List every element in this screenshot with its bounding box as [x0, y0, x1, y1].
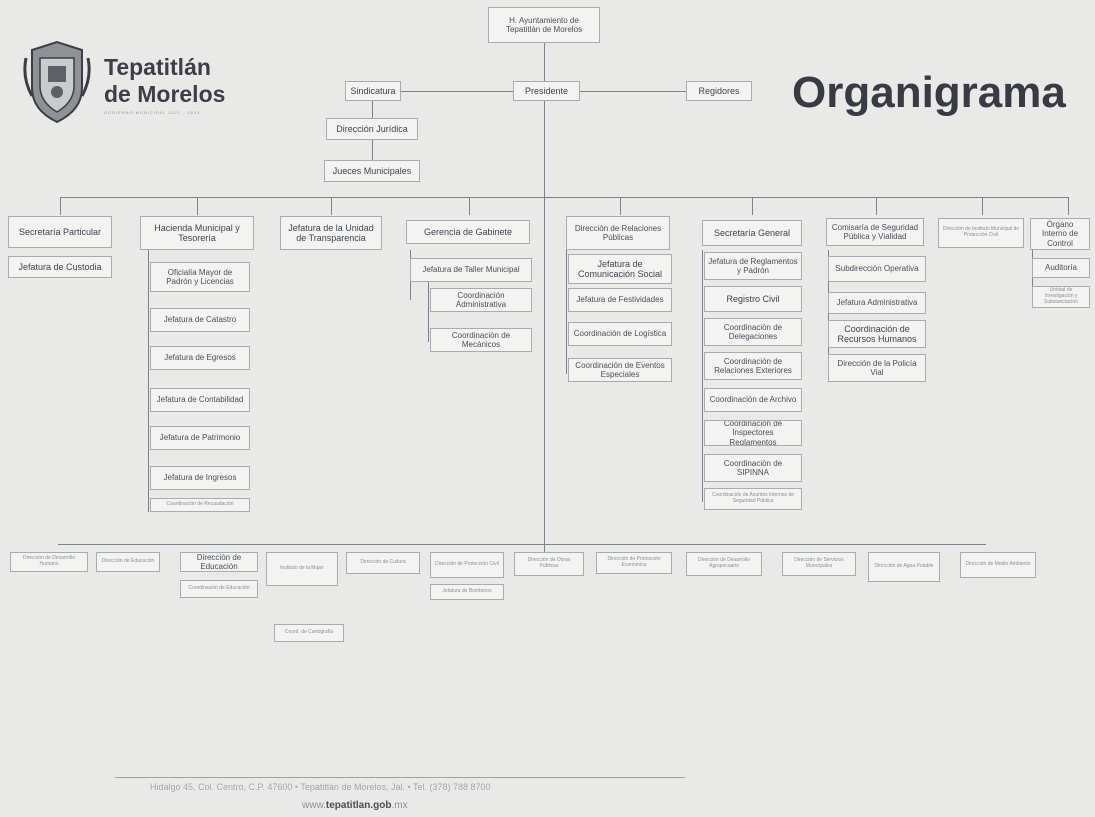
drop-line: [876, 197, 877, 215]
node-secretaria-child: Coordinación de Delegaciones: [704, 318, 802, 346]
node-relaciones-publicas: Dirección de Relaciones Públicas: [566, 216, 670, 250]
node-hacienda: Hacienda Municipal y Tesorería: [140, 216, 254, 250]
node-seguridad-child: Coordinación de Recursos Humanos: [828, 320, 926, 348]
website-domain: tepatitlan.gob: [325, 800, 392, 811]
node-seguridad: Comisaría de Seguridad Pública y Vialida…: [826, 218, 924, 246]
node-relaciones-child: Jefatura de Festividades: [568, 288, 672, 312]
node-lower-tier: Dirección de Agua Potable: [868, 552, 940, 582]
node-gabinete-child: Coordinación Administrativa: [430, 288, 532, 312]
node-secretaria-child: Coordinación de SIPINNA: [704, 454, 802, 482]
node-ayuntamiento: H. Ayuntamiento de Tepatitlán de Morelos: [488, 7, 600, 43]
lower-tier-bar: [58, 544, 986, 545]
sindicatura-connector: [401, 91, 513, 92]
node-jefatura-custodia: Jefatura de Custodia: [8, 256, 112, 278]
node-proteccion-dir: Dirección de Instituto Municipal de Prot…: [938, 218, 1024, 248]
top-tier-bar: [60, 197, 1068, 198]
node-secretaria-child: Coordinación de Archivo: [704, 388, 802, 412]
brand-name-line1: Tepatitlán: [104, 54, 211, 80]
node-educacion-child: Coordinación de Educación: [180, 580, 258, 598]
node-lower-tier: Dirección de Servicios Municipales: [782, 552, 856, 576]
page-title: Organigrama: [792, 68, 1066, 117]
drop-line: [1068, 197, 1069, 215]
node-presidente: Presidente: [513, 81, 580, 101]
node-hacienda-child: Jefatura de Contabilidad: [150, 388, 250, 412]
node-jueces-municipales: Jueces Municipales: [324, 160, 420, 182]
node-hacienda-child: Jefatura de Ingresos: [150, 466, 250, 490]
node-lower-tier: Dirección de Educación: [180, 552, 258, 572]
node-secretaria-general: Secretaría General: [702, 220, 802, 246]
hacienda-spine: [148, 250, 149, 512]
node-lower-tier: Dirección de Desarrollo Humano: [10, 552, 88, 572]
node-seguridad-child: Subdirección Operativa: [828, 256, 926, 282]
drop-line: [469, 197, 470, 215]
node-secretaria-child: Coordinación de Asuntos Internos de Segu…: [704, 488, 802, 510]
node-lower-tier: Dirección de Educación: [96, 552, 160, 572]
node-relaciones-child: Coordinación de Logística: [568, 322, 672, 346]
node-hacienda-child: Jefatura de Catastro: [150, 308, 250, 332]
node-lower-tier: Dirección de Medio Ambiente: [960, 552, 1036, 578]
node-lower-tier: Dirección de Promoción Económica: [596, 552, 672, 574]
drop-line: [982, 197, 983, 215]
main-trunk-line: [544, 38, 545, 552]
node-transparencia: Jefatura de la Unidad de Transparencia: [280, 216, 382, 250]
drop-line: [752, 197, 753, 215]
node-seguridad-child: Jefatura Administrativa: [828, 292, 926, 314]
node-control-child: Auditoría: [1032, 258, 1090, 278]
node-secretaria-child: Coordinación de Relaciones Exteriores: [704, 352, 802, 380]
node-relaciones-child: Jefatura de Comunicación Social: [568, 254, 672, 284]
drop-line: [197, 197, 198, 215]
municipal-logo: [22, 38, 242, 130]
website-suffix: .mx: [391, 800, 408, 811]
drop-line: [620, 197, 621, 215]
drop-line: [60, 197, 61, 215]
node-lower-tier: Dirección de Cultura: [346, 552, 420, 574]
website-prefix: www.: [302, 800, 326, 811]
brand-tagline: GOBIERNO MUNICIPAL 2021 - 2024: [104, 110, 201, 115]
node-secretaria-child: Registro Civil: [704, 286, 802, 312]
node-lower-tier: Dirección de Protección Civil: [430, 552, 504, 578]
node-lower-tier: Dirección de Obras Públicas: [514, 552, 584, 576]
node-secretaria-child: Jefatura de Reglamentos y Padrón: [704, 252, 802, 280]
regidores-connector: [580, 91, 686, 92]
node-hacienda-child: Jefatura de Egresos: [150, 346, 250, 370]
node-proteccion-child: Jefatura de Bomberos: [430, 584, 504, 600]
node-secretaria-child: Coordinación de Inspectores Reglamentos: [704, 420, 802, 446]
node-secretaria-particular: Secretaría Particular: [8, 216, 112, 248]
brand-name-line2: de Morelos: [104, 81, 226, 107]
coat-of-arms-icon: [23, 40, 91, 124]
node-hacienda-child: Coordinación de Recaudación: [150, 498, 250, 512]
node-gabinete: Gerencia de Gabinete: [406, 220, 530, 244]
node-control-interno: Órgano Interno de Control: [1030, 218, 1090, 250]
secretaria-spine: [702, 250, 703, 502]
node-gabinete-child: Coordinación de Mecánicos: [430, 328, 532, 352]
relaciones-spine: [566, 250, 567, 374]
footer-address: Hidalgo 45, Col. Centro, C.P. 47600 • Te…: [150, 782, 491, 792]
footer-website: www.tepatitlan.gob.mx: [302, 800, 408, 811]
node-lower-tier: Dirección de Desarrollo Agropecuario: [686, 552, 762, 576]
drop-line: [331, 197, 332, 215]
node-relaciones-child: Coordinación de Eventos Especiales: [568, 358, 672, 382]
node-seguridad-child: Dirección de la Policía Vial: [828, 354, 926, 382]
footer-rule: [115, 777, 685, 778]
node-taller-municipal: Jefatura de Taller Municipal: [410, 258, 532, 282]
taller-spine: [428, 282, 429, 342]
node-hacienda-child: Oficialía Mayor de Padrón y Licencias: [150, 262, 250, 292]
node-lower-tier: Instituto de la Mujer: [266, 552, 338, 586]
node-direccion-juridica: Dirección Jurídica: [326, 118, 418, 140]
node-sindicatura: Sindicatura: [345, 81, 401, 101]
node-control-child: Unidad de Investigación y Substanciación: [1032, 286, 1090, 308]
node-hacienda-child: Jefatura de Patrimonio: [150, 426, 250, 450]
node-cartografia: Coord. de Cartografía: [274, 624, 344, 642]
node-regidores: Regidores: [686, 81, 752, 101]
